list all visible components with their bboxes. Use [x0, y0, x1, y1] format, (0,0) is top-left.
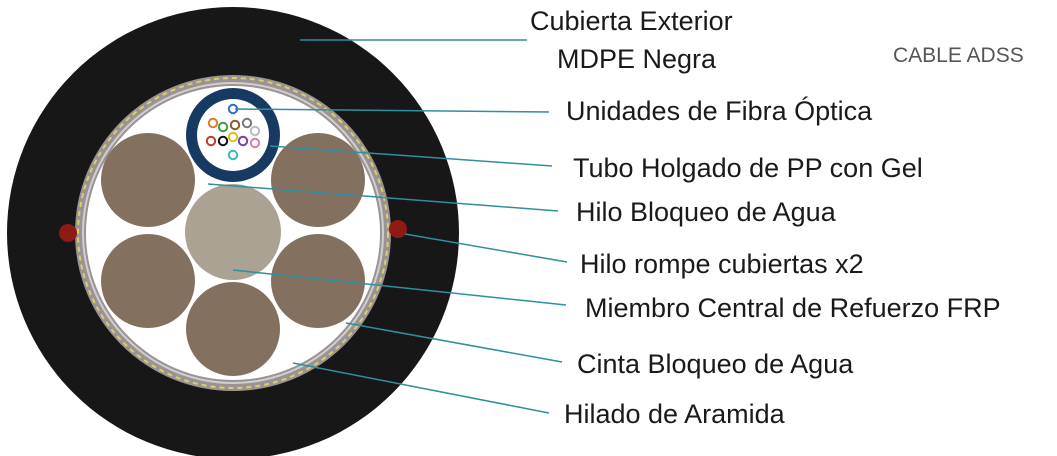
- label-loose-tube: Tubo Holgado de PP con Gel: [573, 153, 923, 183]
- optical-fiber: [241, 117, 253, 129]
- filler-rod: [186, 282, 280, 376]
- optical-fiber: [237, 135, 249, 147]
- leader-line-water-blocking-yarn: [207, 183, 559, 212]
- optical-fiber: [249, 125, 261, 137]
- filler-rod: [101, 133, 195, 227]
- cable-type-title: CABLE ADSS: [893, 44, 1024, 67]
- label-outer-jacket-line1: Cubierta Exterior: [530, 6, 733, 36]
- leader-lines: [207, 39, 568, 414]
- optical-fiber: [217, 121, 229, 133]
- label-water-blocking-tape: Cinta Bloqueo de Agua: [577, 349, 854, 379]
- optical-fiber: [205, 135, 217, 147]
- leader-line-loose-tube: [269, 145, 553, 167]
- filler-rod: [271, 234, 365, 328]
- central-strength-member: [185, 184, 281, 280]
- label-water-blocking-yarn: Hilo Bloqueo de Agua: [576, 197, 836, 227]
- label-ripcord: Hilo rompe cubiertas x2: [580, 249, 864, 279]
- filler-rod: [271, 133, 365, 227]
- leader-line-fiber-units: [234, 108, 550, 113]
- optical-fiber: [229, 119, 241, 131]
- ripcord: [389, 220, 407, 238]
- label-outer-jacket-line2: MDPE Negra: [557, 44, 717, 74]
- leader-line-central-member: [232, 269, 567, 306]
- water-blocking-tape: [82, 82, 384, 384]
- fiber-units: [205, 103, 261, 161]
- label-central-member: Miembro Central de Refuerzo FRP: [585, 293, 1001, 323]
- optical-fiber: [227, 149, 239, 161]
- filler-rod: [101, 234, 195, 328]
- optical-fiber: [217, 135, 229, 147]
- cable-cross-section: [7, 7, 459, 456]
- leader-line-ripcord: [404, 233, 568, 263]
- optical-fiber: [227, 131, 239, 143]
- label-fiber-units: Unidades de Fibra Óptica: [566, 96, 873, 126]
- optical-fiber: [207, 117, 219, 129]
- leader-line-aramid-yarn: [292, 362, 550, 414]
- aramid-yarn-strands: [77, 77, 389, 389]
- leader-line-water-blocking-tape: [345, 322, 563, 363]
- optical-fiber: [249, 137, 261, 149]
- label-aramid-yarn: Hilado de Aramida: [564, 399, 785, 429]
- ripcord: [59, 224, 77, 242]
